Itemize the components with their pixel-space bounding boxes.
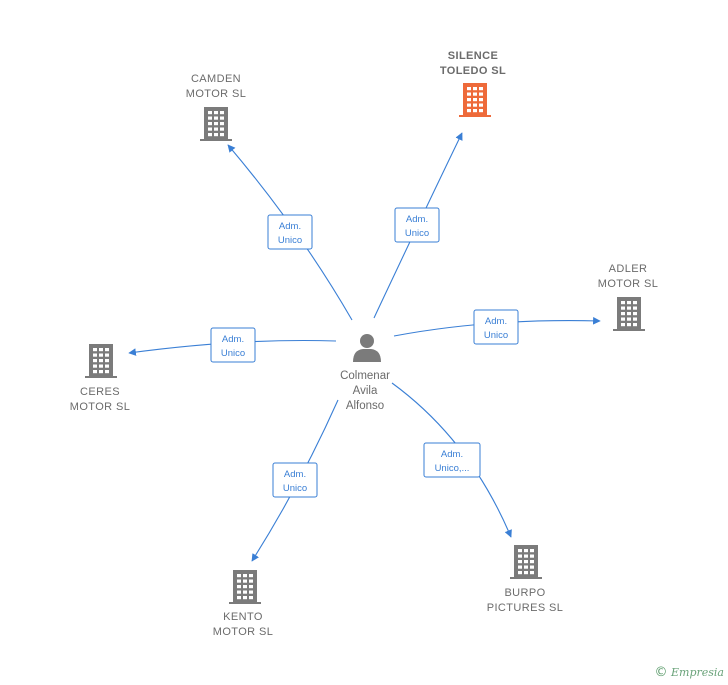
role-box-silence[interactable]: Adm. Unico (394, 207, 440, 243)
company-name-line-1: CAMDEN (191, 73, 241, 85)
role-box-adler[interactable]: Adm. Unico (473, 309, 519, 345)
role-box-camden[interactable]: Adm. Unico (267, 214, 313, 250)
role-box-burpo[interactable]: Adm. Unico,... (423, 442, 481, 478)
role-line-2: Unico (278, 235, 302, 246)
role-line-2: Unico (283, 483, 307, 494)
company-name-line-2: TOLEDO SL (440, 65, 506, 77)
company-name-line-2: MOTOR SL (213, 626, 273, 638)
company-node-adler[interactable]: ADLER MOTOR SL (598, 263, 658, 331)
company-node-burpo[interactable]: BURPO PICTURES SL (487, 545, 564, 614)
role-line-1: Adm. (485, 316, 507, 327)
company-name-line-2: MOTOR SL (598, 278, 658, 290)
company-node-ceres[interactable]: CERES MOTOR SL (70, 344, 130, 413)
role-line-1: Adm. (284, 469, 306, 480)
empresia-watermark: © Empresia (655, 665, 725, 680)
person-name-line-1: Colmenar (340, 370, 390, 382)
role-box-kento[interactable]: Adm. Unico (272, 462, 318, 498)
role-line-1: Adm. (441, 449, 463, 460)
person-name-line-2: Avila (353, 385, 378, 397)
person-node[interactable]: Colmenar Avila Alfonso (340, 334, 390, 412)
building-icon (613, 297, 645, 331)
role-line-1: Adm. (279, 221, 301, 232)
role-line-2: Unico (405, 228, 429, 239)
company-name-line-2: PICTURES SL (487, 602, 564, 614)
building-icon (510, 545, 542, 579)
role-line-2: Unico,... (435, 463, 470, 474)
company-node-kento[interactable]: KENTO MOTOR SL (213, 570, 273, 638)
company-node-silence[interactable]: SILENCE TOLEDO SL (440, 50, 506, 117)
person-icon (353, 334, 381, 362)
company-name-line-2: MOTOR SL (186, 88, 246, 100)
building-icon (200, 107, 232, 141)
company-name-line-1: CERES (80, 386, 120, 398)
company-name-line-2: MOTOR SL (70, 401, 130, 413)
role-line-2: Unico (484, 330, 508, 341)
building-icon (229, 570, 261, 604)
copyright-symbol: © (654, 665, 668, 680)
building-icon (459, 83, 491, 117)
role-line-1: Adm. (222, 334, 244, 345)
role-line-2: Unico (221, 348, 245, 359)
role-line-1: Adm. (406, 214, 428, 225)
role-box-ceres[interactable]: Adm. Unico (210, 327, 256, 363)
company-name-line-1: SILENCE (448, 50, 498, 62)
company-name-line-1: ADLER (609, 263, 648, 275)
company-node-camden[interactable]: CAMDEN MOTOR SL (186, 73, 246, 141)
brand-name: Empresia (671, 666, 724, 679)
person-name-line-3: Alfonso (346, 400, 384, 412)
building-icon (85, 344, 117, 378)
company-name-line-1: BURPO (504, 587, 545, 599)
company-name-line-1: KENTO (223, 611, 263, 623)
